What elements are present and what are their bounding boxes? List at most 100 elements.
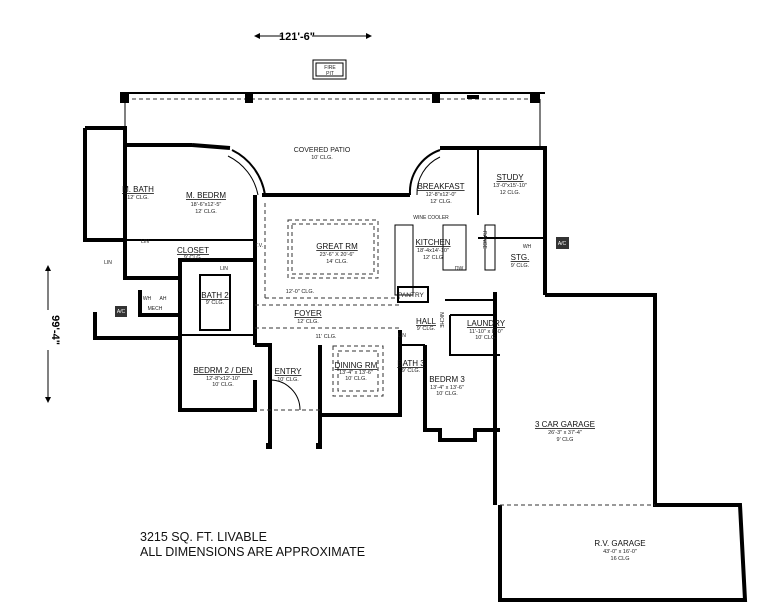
room-name: M. BATH [122,185,154,194]
room-name: BEDRM 3 [429,375,465,384]
wine-cooler-label: WINE COOLER [413,215,449,221]
room-laundry: LAUNDRY 11'-10" x 8'-0" 10' CLG. [467,319,506,341]
lin-label: LIN [220,266,228,272]
room-3-car-garage: 3 CAR GARAGE 26'-3" x 37'-4" 9' CLG [535,420,595,443]
room-size: 18'-6"x12'-5" [191,202,222,208]
room-foyer: FOYER 12' CLG. 11' CLG. [294,309,337,340]
room-m-bath: M. BATH 12' CLG. [122,185,154,201]
room-name: FOYER [294,309,322,318]
room-name: KITCHEN [415,238,450,247]
niche-label: NICHE [438,312,444,328]
width-dimension: 121'-6" [254,31,372,43]
room-name: M. BEDRM [186,191,226,200]
ac-unit-icon [556,237,569,249]
room-rv-garage: R.V. GARAGE 43'-0" x 16'-0" 16 CLG [594,539,645,562]
room-ceiling: 9' CLG. [417,326,436,332]
walls [83,126,748,602]
room-size: 13'-0"x15'-10" [493,183,527,189]
room-ceiling: 12'-0" CLG. [286,289,315,295]
room-bedrm3: BEDRM 3 13'-4" x 13'-6" 10' CLG. [429,375,465,397]
room-name: BATH 3 [397,359,425,368]
room-bedrm2: BEDRM 2 / DEN 12'-8"x12'-10" 10' CLG. [193,366,252,388]
room-ceiling: 10' CLG. [345,376,367,382]
room-ceiling: 10' CLG. [212,382,234,388]
room-size: 11'-10" x 8'-0" [469,329,502,335]
room-name: R.V. GARAGE [594,539,645,548]
width-label: 121'-6" [279,31,315,43]
room-ceiling: 10' CLG. [277,377,299,383]
room-ceiling: 12' CLG [423,255,443,261]
room-ceiling: 12' CLG. [127,195,149,201]
fire-pit: FIRE PIT [312,59,347,80]
room-name: PANTRY [398,292,424,299]
room-ceiling: 9' CLG. [184,255,203,261]
room-name: GREAT RM [316,242,358,251]
room-ceiling: 11' CLG. [315,334,337,340]
ac-unit-icon [115,306,127,317]
room-name: CLOSET [177,246,209,255]
room-study: STUDY 13'-0"x15'-10" 12 CLG. [493,173,527,196]
room-size: 26'-3" x 37'-4" [548,430,582,436]
room-size: 13'-4" x 13'-6" [430,385,464,391]
room-name: BREAKFAST [417,182,464,191]
tv-label: T.V. [255,243,263,249]
dimensions-disclaimer: ALL DIMENSIONS ARE APPROXIMATE [140,545,365,559]
ac-label: A/C [558,241,567,247]
lin-label: LIN [104,260,112,266]
ah-label: AH [160,296,167,302]
room-size: 18'-4x14'-10" [417,248,449,254]
room-name: BEDRM 2 / DEN [193,366,252,375]
wh-label: WH [143,296,152,302]
room-kitchen: KITCHEN 18'-4x14'-10" 12' CLG [415,238,450,261]
room-ceiling: 10' CLG. [311,155,333,161]
room-bath2: BATH 2 9' CLG. [201,291,229,306]
fire-pit-label: PIT [326,71,334,77]
lin-label: LIN [398,333,406,339]
room-size: 23'-6" X 20'-6" [320,252,355,258]
room-ceiling: 10' CLG. [436,391,458,397]
room-name: LAUNDRY [467,319,506,328]
room-closet: CLOSET 9' CLG. [177,246,209,261]
depth-label: 99'-4" [49,315,61,345]
mech-label: MECH [148,306,163,312]
room-size: 43'-0" x 16'-0" [603,549,637,555]
room-name: 3 CAR GARAGE [535,420,595,429]
room-great-rm: GREAT RM 23'-6" X 20'-6" 14' CLG. 12'-0"… [286,242,358,295]
room-name: HALL [416,317,437,326]
room-name: DINING RM [335,361,378,370]
room-dining: DINING RM 13'-4" x 13'-6" 10' CLG. [335,361,378,382]
room-bath3: BATH 3 9' CLG. [397,359,425,374]
range-label: RANGE [481,231,487,249]
covered-patio-structure [120,92,545,148]
room-covered-patio: COVERED PATIO 10' CLG. [294,147,351,161]
room-stg: STG. 9' CLG. [511,253,530,269]
livable-area-note: 3215 SQ. FT. LIVABLE [140,530,267,544]
room-name: STG. [511,253,530,262]
room-ceiling: 12' CLG. [297,319,319,325]
room-ceiling: 16 CLG [611,556,630,562]
lin-label: LIN [141,239,149,245]
room-ceiling: 14' CLG. [326,259,348,265]
room-size: 12'-8"x12'-0" [426,192,457,198]
wh-label: WH [523,244,532,250]
ac-label: A/C [117,309,126,315]
room-name: BATH 2 [201,291,229,300]
room-breakfast: BREAKFAST 12'-8"x12'-0" 12' CLG. [417,182,464,205]
room-ceiling: 9' CLG. [402,368,421,374]
room-ceiling: 9' CLG. [511,263,530,269]
fire-pit-label: FIRE [324,65,336,71]
room-size: 12'-8"x12'-10" [206,376,240,382]
room-m-bedrm: M. BEDRM 18'-6"x12'-5" 12' CLG. [186,191,226,215]
room-ceiling: 10' CLG. [475,335,497,341]
room-pantry: PANTRY [398,292,424,299]
room-ceiling: 12 CLG. [500,190,521,196]
room-ceiling: 12' CLG. [430,199,452,205]
room-size: 13'-4" x 13'-6" [339,370,373,376]
depth-dimension: 99'-4" [45,265,61,403]
dw-label: DW [455,266,464,272]
room-entry: ENTRY 10' CLG. [275,367,303,383]
room-ceiling: 9' CLG. [206,300,225,306]
room-ceiling: 12' CLG. [195,209,217,215]
room-hall: HALL 9' CLG. [416,317,437,332]
